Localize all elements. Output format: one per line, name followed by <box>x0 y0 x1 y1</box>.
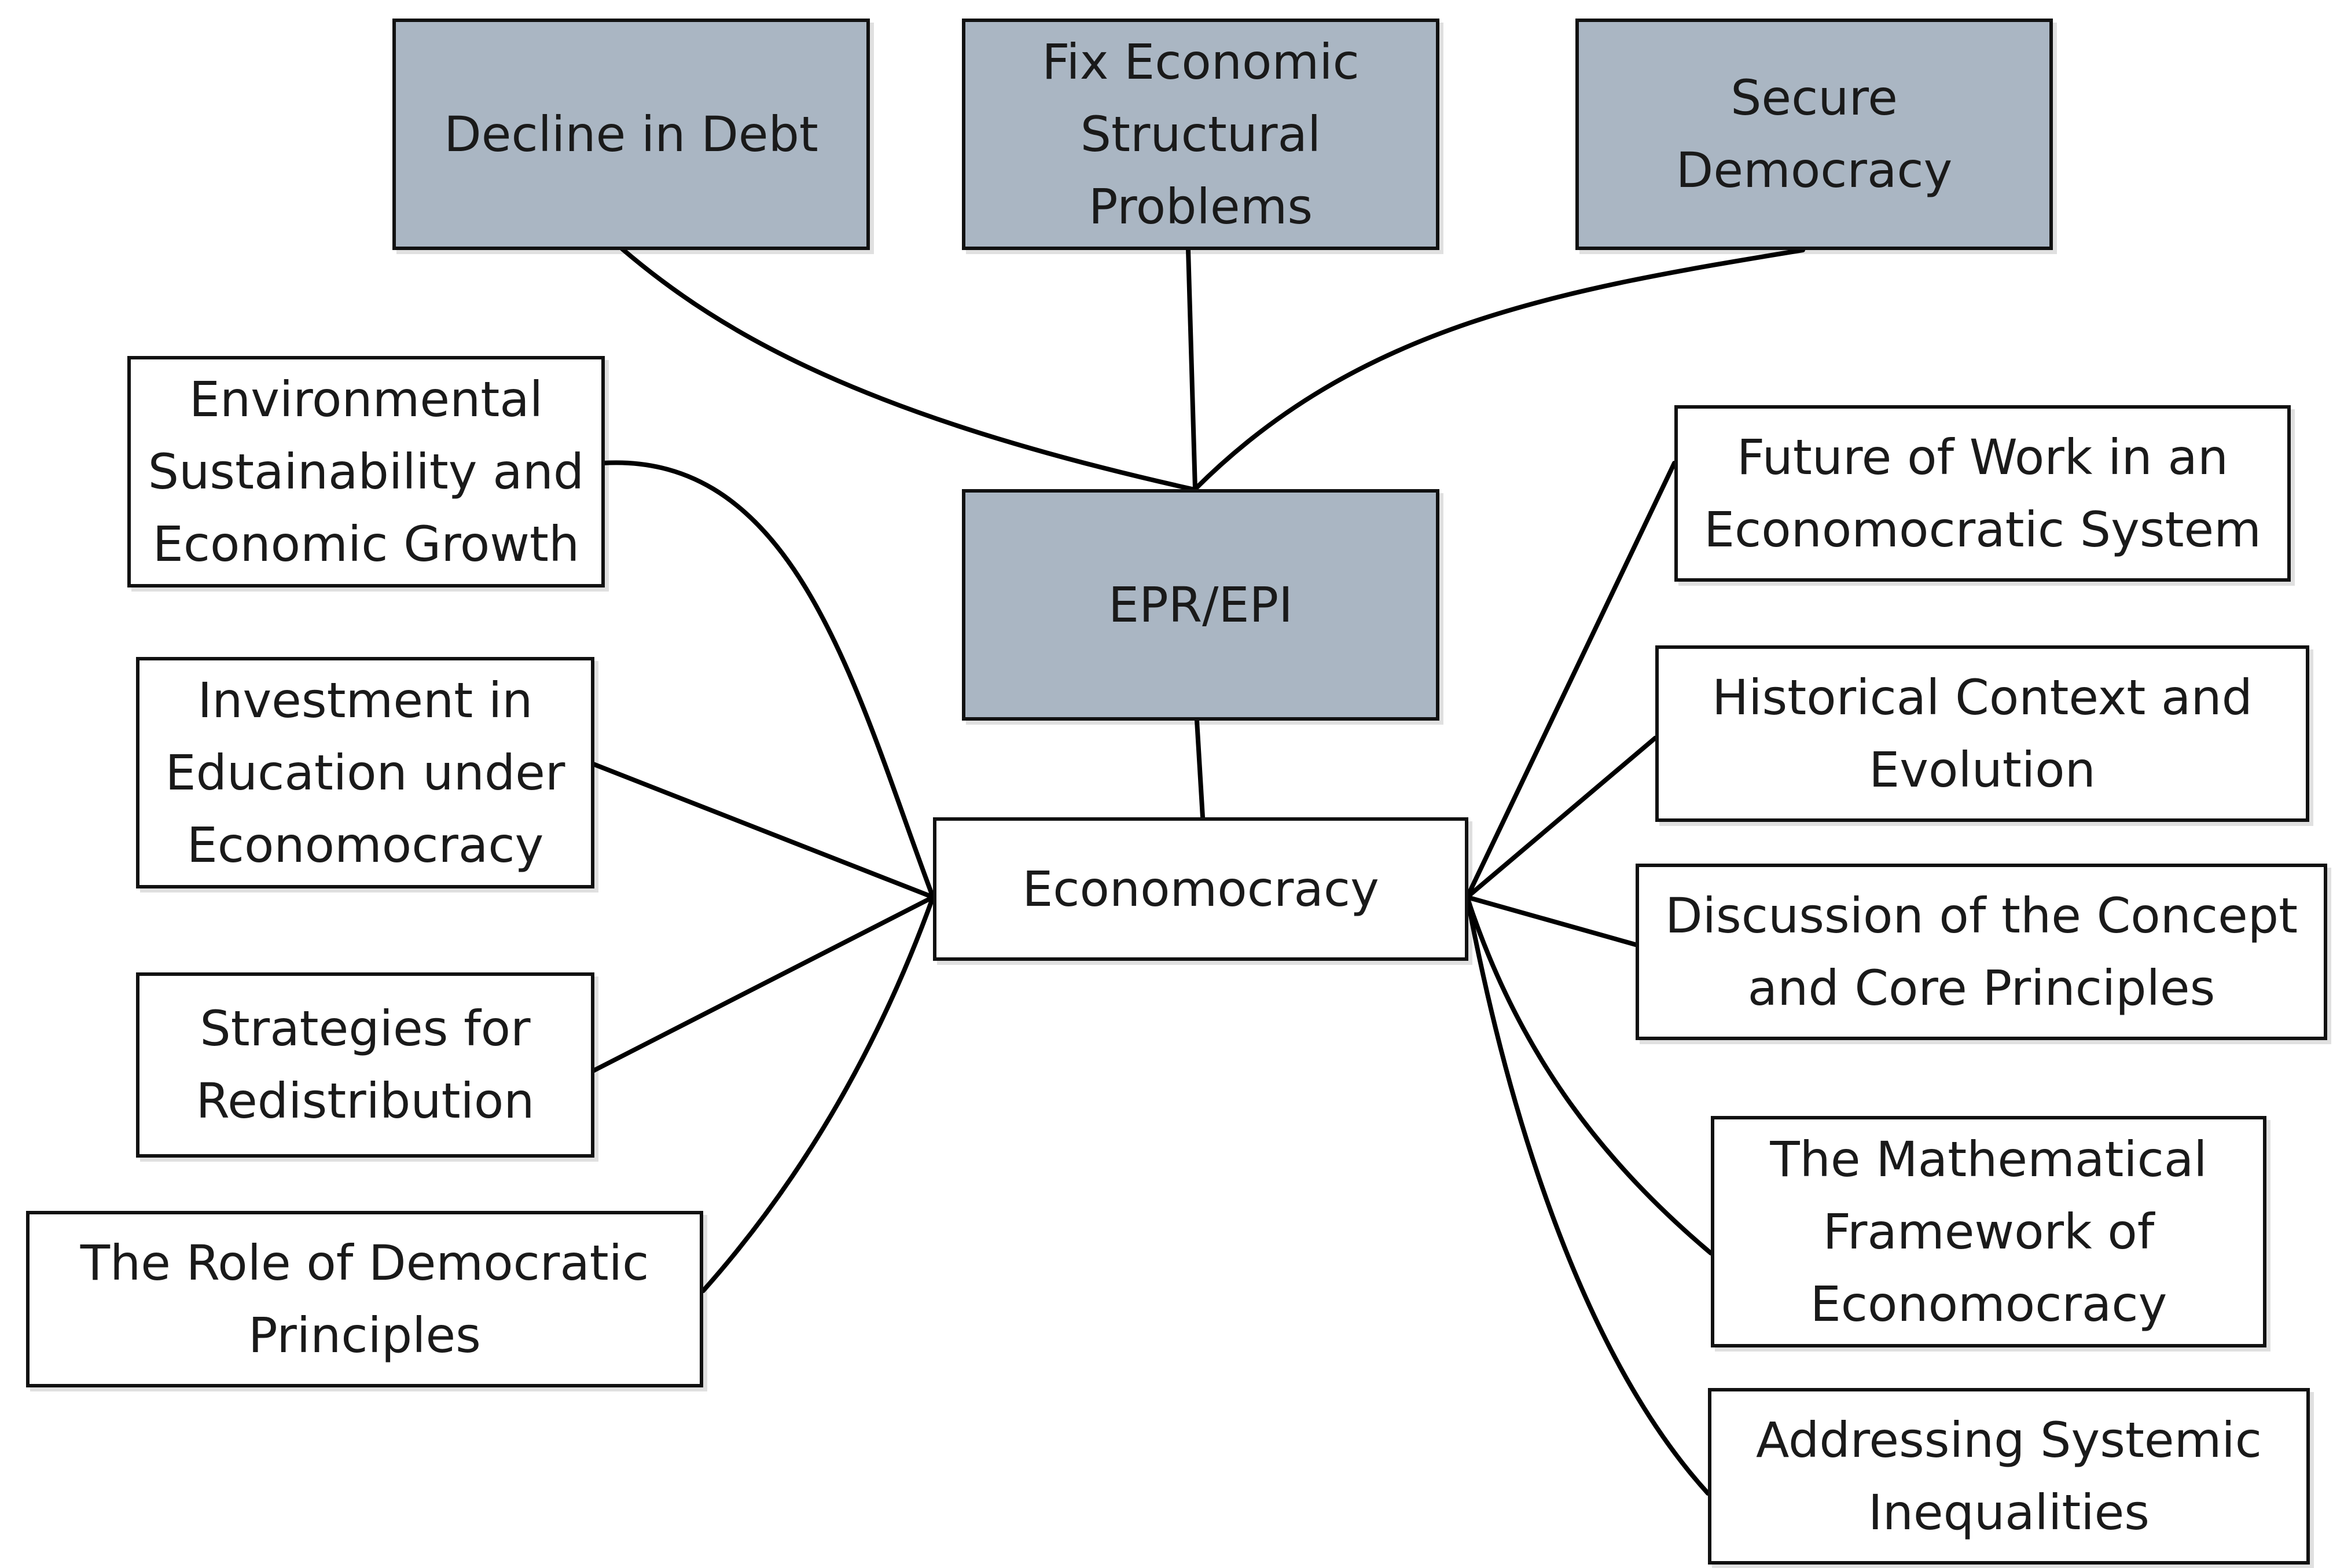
connector-epr-to-economocracy <box>1195 718 1205 820</box>
topic-addressing-inequalities-label: Addressing Systemic Inequalities <box>1756 1411 2262 1541</box>
economocracy-label: Economocracy <box>1022 860 1379 917</box>
topic-role-of-democratic-principles: The Role of Democratic Principles <box>26 1211 703 1387</box>
topic-historical-context-label: Historical Context and Evolution <box>1712 669 2253 798</box>
epr-epi-label: EPR/EPI <box>1108 576 1293 633</box>
topic-investment-in-education-label: Investment in Education under Economocra… <box>165 671 565 873</box>
topic-concept-and-core-principles-label: Discussion of the Concept and Core Princ… <box>1665 887 2298 1016</box>
topic-mathematical-framework: The Mathematical Framework of Economocra… <box>1711 1116 2266 1347</box>
topic-concept-and-core-principles: Discussion of the Concept and Core Princ… <box>1636 864 2327 1040</box>
economocracy-box: Economocracy <box>933 817 1468 961</box>
topic-investment-in-education: Investment in Education under Economocra… <box>136 657 594 888</box>
goal-secure-democracy-label: Secure Democracy <box>1676 69 1953 199</box>
topic-future-of-work-label: Future of Work in an Economocratic Syste… <box>1703 428 2262 558</box>
topic-mathematical-framework-label: The Mathematical Framework of Economocra… <box>1770 1130 2207 1332</box>
topic-environmental-sustainability: Environmental Sustainability and Economi… <box>127 356 605 587</box>
topic-strategies-for-redistribution: Strategies for Redistribution <box>136 972 594 1158</box>
connector-democratic <box>701 895 935 1293</box>
goal-decline-in-debt: Decline in Debt <box>392 19 870 250</box>
goal-secure-democracy: Secure Democracy <box>1575 19 2053 250</box>
topic-addressing-inequalities: Addressing Systemic Inequalities <box>1708 1388 2310 1565</box>
epr-epi-box: EPR/EPI <box>962 489 1439 721</box>
connector-democracy-to-epr <box>1193 248 1805 491</box>
connector-redistribution <box>591 895 935 1073</box>
connector-future-work <box>1465 461 1677 899</box>
goal-fix-structural-problems: Fix Economic Structural Problems <box>962 19 1439 250</box>
connector-historical <box>1465 736 1658 899</box>
connector-inequalities <box>1465 895 1710 1496</box>
topic-future-of-work: Future of Work in an Economocratic Syste… <box>1674 405 2291 582</box>
connector-mathematical <box>1465 895 1713 1255</box>
goal-fix-structural-problems-label: Fix Economic Structural Problems <box>1042 33 1360 235</box>
connector-education <box>591 762 935 899</box>
topic-role-of-democratic-principles-label: The Role of Democratic Principles <box>80 1234 649 1364</box>
topic-strategies-for-redistribution-label: Strategies for Redistribution <box>196 1000 535 1129</box>
goal-decline-in-debt-label: Decline in Debt <box>444 105 818 163</box>
connector-concept <box>1465 895 1638 947</box>
connector-structural-to-epr <box>1186 248 1197 491</box>
topic-environmental-sustainability-label: Environmental Sustainability and Economi… <box>148 370 585 572</box>
connector-debt-to-epr <box>620 247 1195 491</box>
topic-historical-context: Historical Context and Evolution <box>1655 645 2309 822</box>
connector-environmental <box>601 460 935 899</box>
